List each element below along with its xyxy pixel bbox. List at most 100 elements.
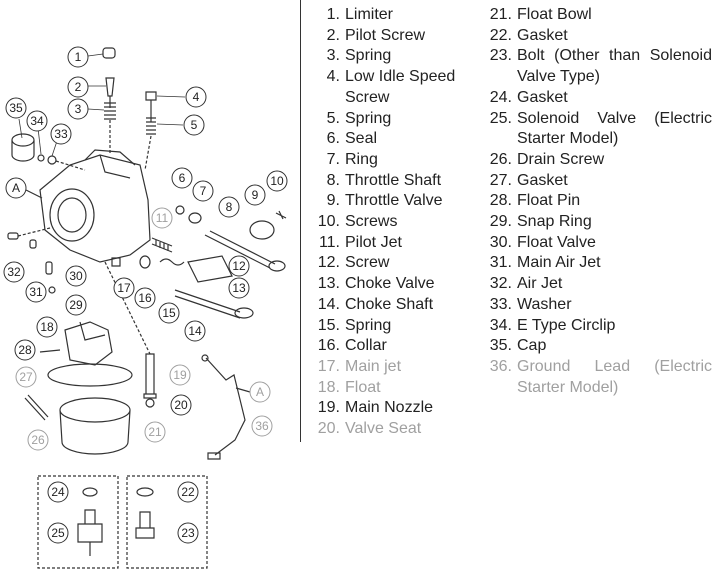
legend-label: Drain Screw <box>517 150 605 168</box>
legend-number: 26. <box>489 150 512 168</box>
svg-text:25: 25 <box>51 526 65 540</box>
legend-item: 17. Main jet <box>308 357 478 378</box>
svg-text:23: 23 <box>181 526 195 540</box>
legend-label: Solenoid Valve (Electric Starter Model) <box>517 109 712 148</box>
callout-6: 6 <box>171 167 193 189</box>
callout-5: 5 <box>183 114 205 136</box>
snap-ring-part <box>48 286 56 294</box>
legend-label: Main jet <box>345 357 402 375</box>
solenoid-valve-box <box>37 475 119 569</box>
legend-item: 29.Snap Ring <box>480 212 712 233</box>
legend-number: 28. <box>489 192 512 210</box>
svg-text:A: A <box>12 181 20 195</box>
legend-item: 12.Screw <box>308 253 478 274</box>
svg-text:35: 35 <box>9 101 23 115</box>
legend-number: 22. <box>489 26 512 44</box>
legend-number: 27. <box>489 171 512 189</box>
throttle-valve-part <box>249 220 275 240</box>
svg-text:4: 4 <box>193 90 200 104</box>
svg-text:16: 16 <box>138 291 152 305</box>
legend-number: 16. <box>317 337 340 355</box>
float-bowl-part <box>59 397 131 455</box>
legend-number: 19. <box>317 399 340 417</box>
callout-27: 27 <box>15 366 37 388</box>
limiter-part <box>102 47 116 59</box>
main-jet-part <box>111 257 121 267</box>
svg-text:32: 32 <box>7 265 21 279</box>
legend-item: 24.Gasket <box>480 88 712 109</box>
legend-label: Collar <box>345 337 387 355</box>
svg-text:2: 2 <box>75 80 82 94</box>
ground-lead-part <box>205 357 246 460</box>
legend-number: 17. <box>317 357 340 375</box>
callout-21: 21 <box>144 421 166 443</box>
svg-text:9: 9 <box>252 188 259 202</box>
legend-item: 27. Gasket <box>480 171 712 192</box>
svg-text:14: 14 <box>188 324 202 338</box>
legend-number: 9. <box>326 192 340 210</box>
callout-16: 16 <box>134 287 156 309</box>
svg-text:1: 1 <box>75 50 82 64</box>
legend-item: 4.Low Idle Speed Screw <box>308 67 478 108</box>
legend-label: Bolt (Other than Solenoid Valve Type) <box>517 47 712 86</box>
legend-item: 3.Spring <box>308 46 478 67</box>
legend-label: Gasket <box>517 171 568 189</box>
legend-item: 1.Limiter <box>308 5 478 26</box>
pilot-jet-part <box>151 237 173 253</box>
svg-text:34: 34 <box>30 114 44 128</box>
legend-label: Spring <box>345 109 392 127</box>
legend-number: 2. <box>326 26 340 44</box>
legend-item: 20.Valve Seat <box>308 419 478 440</box>
callout-18: 18 <box>36 316 58 338</box>
throttle-screws-part <box>275 210 287 220</box>
legend-label: Screws <box>345 213 398 231</box>
legend-label: Washer <box>517 295 572 313</box>
svg-text:11: 11 <box>156 211 169 225</box>
legend-label: Air Jet <box>517 275 563 293</box>
legend-item: 28.Float Pin <box>480 191 712 212</box>
bowl-gasket-part <box>47 363 133 387</box>
legend-item: 2. Pilot Screw <box>308 26 478 47</box>
pilot-screw-part <box>105 77 115 108</box>
legend-number: 5. <box>326 109 340 127</box>
svg-text:7: 7 <box>200 184 207 198</box>
float-pin-part <box>39 349 61 353</box>
svg-text:31: 31 <box>29 285 43 299</box>
legend-item: 11. Pilot Jet <box>308 233 478 254</box>
legend-label: Snap Ring <box>517 213 592 231</box>
legend-label: Spring <box>345 47 392 65</box>
callout-23: 23 <box>177 522 199 544</box>
legend-item: 21.Float Bowl <box>480 5 712 26</box>
choke-spring-part <box>159 258 185 266</box>
svg-text:15: 15 <box>162 306 176 320</box>
throttle-shaft-part <box>204 230 276 269</box>
carburetor-top <box>84 149 136 179</box>
legend-label: E Type Circlip <box>517 316 616 334</box>
callout-20: 20 <box>170 394 192 416</box>
svg-text:21: 21 <box>148 425 162 439</box>
legend-number: 8. <box>326 171 340 189</box>
callout-13: 13 <box>228 277 250 299</box>
legend-number: 32. <box>489 275 512 293</box>
bolt-box <box>126 475 208 569</box>
legend-item: 8. Throttle Shaft <box>308 171 478 192</box>
legend-label: Pilot Screw <box>345 26 426 44</box>
legend-number: 6. <box>326 130 340 148</box>
legend-number: 12. <box>317 254 340 272</box>
legend-label: Main Nozzle <box>345 399 434 417</box>
svg-text:33: 33 <box>54 127 68 141</box>
legend-label: Throttle Shaft <box>345 171 442 189</box>
legend-number: 36. <box>489 357 512 375</box>
callout-ref-a-left: A <box>5 177 27 199</box>
svg-text:26: 26 <box>31 433 45 447</box>
svg-text:10: 10 <box>270 174 284 188</box>
legend-item: 9.Throttle Valve <box>308 191 478 212</box>
svg-text:18: 18 <box>40 320 54 334</box>
legend-item: 25.Solenoid Valve (Electric Starter Mode… <box>480 109 712 150</box>
legend-label: Pilot Jet <box>345 233 402 251</box>
legend-number: 11. <box>318 233 340 251</box>
legend-item: 32. Air Jet <box>480 274 712 295</box>
callout-14: 14 <box>184 320 206 342</box>
legend-item: 22.Gasket <box>480 26 712 47</box>
